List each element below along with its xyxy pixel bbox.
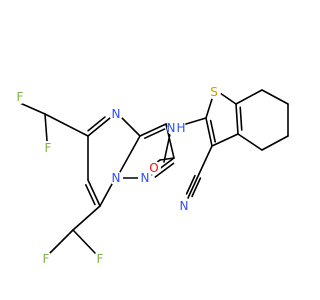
atom-f4: F bbox=[93, 252, 107, 266]
atom-n-pyrazole-label: N bbox=[141, 171, 150, 185]
atom-n-bridge: N bbox=[109, 171, 123, 185]
atom-f1-label: F bbox=[17, 90, 24, 104]
bond-c5-c4 bbox=[261, 135, 289, 151]
bond-c3a-c3 bbox=[139, 123, 167, 137]
bond-cf2h1-f2 bbox=[44, 113, 48, 142]
bond-cn-triple-b-inner bbox=[191, 177, 202, 198]
bond-s-c7a bbox=[219, 92, 237, 105]
atom-n-amide-label: N bbox=[167, 121, 176, 135]
bond-thc3-cn bbox=[198, 145, 213, 175]
atom-n-nitrile: N bbox=[177, 199, 191, 213]
bond-c7a-c3ath-inner bbox=[239, 106, 243, 131]
bond-cf2h1-c5 bbox=[44, 113, 89, 137]
bond-c4-c3ath bbox=[237, 133, 263, 151]
atom-n-bridge-label: N bbox=[112, 171, 121, 185]
atom-n-pyrazole: N bbox=[138, 171, 152, 185]
bond-c2-carbonylc bbox=[159, 157, 175, 161]
bond-thc3-thc2 bbox=[205, 117, 213, 147]
atom-labels-layer: F F N N N F F bbox=[13, 85, 221, 266]
bond-c2-npyr-inner bbox=[154, 162, 175, 178]
bond-c6-c7 bbox=[87, 179, 101, 207]
bond-n4-c3a bbox=[121, 117, 141, 137]
bond-cf2h2-f3 bbox=[49, 229, 74, 254]
atom-f2: F bbox=[41, 141, 55, 155]
atom-n-nitrile-label: N bbox=[180, 199, 189, 213]
bond-cf2h2-f4 bbox=[72, 229, 96, 254]
atom-f1: F bbox=[13, 90, 27, 104]
bond-c3a-nbridge bbox=[119, 135, 141, 173]
bond-c7a-c3ath bbox=[235, 103, 239, 135]
bond-c7-c6 bbox=[261, 89, 289, 105]
bonds-layer bbox=[19, 89, 289, 254]
bond-c3ath-thc3 bbox=[211, 133, 239, 147]
atom-n-pyrimidine-label: N bbox=[112, 107, 121, 121]
bond-carbonylc-namide bbox=[163, 133, 171, 163]
bond-cn-triple-a-inner bbox=[185, 174, 196, 195]
atom-s-thiophene-label: S bbox=[210, 85, 218, 99]
bond-c5-n4-inner bbox=[87, 116, 106, 132]
bond-thc2-s bbox=[205, 98, 213, 119]
atom-n-amide: N H bbox=[167, 120, 186, 136]
atom-o-carbonyl-label: O bbox=[149, 161, 158, 175]
atom-f2-label: F bbox=[45, 141, 52, 155]
bond-c7a-c7 bbox=[235, 89, 263, 105]
bond-thc3-thc2-inner bbox=[209, 119, 216, 143]
bond-cn-triple-main bbox=[187, 173, 200, 199]
atom-h-amide-label: H bbox=[176, 121, 185, 135]
bond-c7-nbridge bbox=[99, 183, 113, 207]
bond-c6-c7-inner bbox=[85, 183, 96, 206]
bond-c5-n4 bbox=[87, 117, 111, 137]
bond-namide-thc2 bbox=[185, 117, 207, 125]
atom-f4-label: F bbox=[97, 252, 104, 266]
bond-c7-cf2h2 bbox=[72, 205, 101, 231]
bond-c3a-c3-inner bbox=[143, 128, 166, 139]
atom-s-thiophene: S bbox=[207, 85, 221, 99]
atom-o-carbonyl: O bbox=[147, 161, 161, 175]
atom-f3-label: F bbox=[43, 252, 50, 266]
atom-f3: F bbox=[39, 252, 53, 266]
bond-cf2h1-f1 bbox=[19, 102, 46, 115]
atom-n-pyrimidine: N bbox=[109, 107, 123, 121]
molecule-structure: F F N N N F F bbox=[13, 85, 289, 266]
